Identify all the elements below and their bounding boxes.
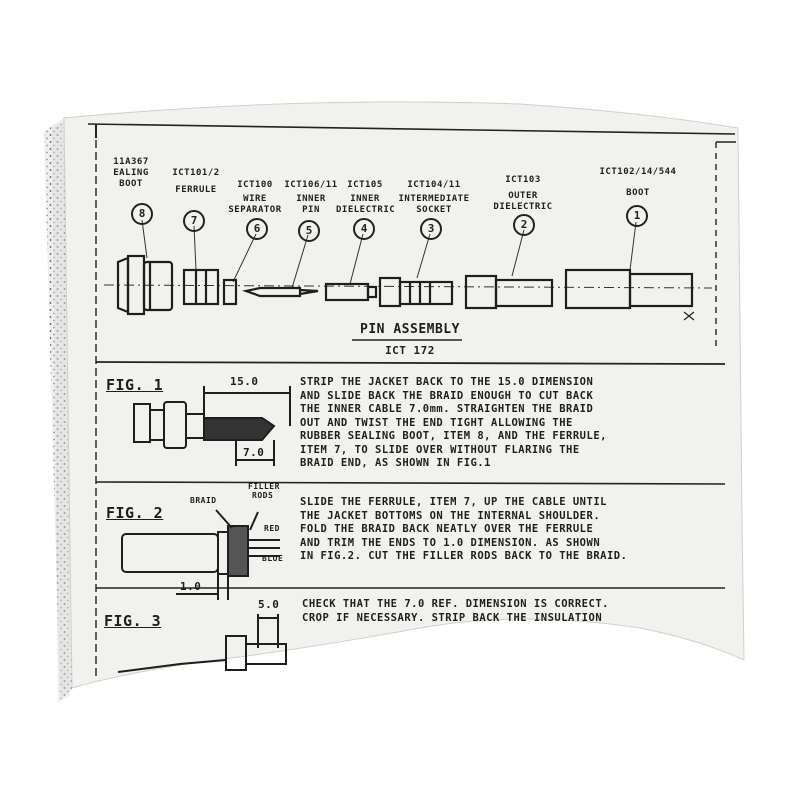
fig3-dim-5: 5.0	[258, 598, 280, 611]
fig2-instructions: SLIDE THE FERRULE, ITEM 7, UP THE CABLE …	[300, 496, 628, 562]
part3-label: ICT104/11 INTERMEDIATE SOCKET	[398, 180, 470, 215]
fig2-braid-callout: BRAID	[190, 496, 217, 505]
item-1-callout: 1	[626, 205, 648, 227]
item-4-callout: 4	[353, 218, 375, 240]
fig2-dim-1: 1.0	[180, 580, 202, 593]
fig2-drawing	[121, 509, 280, 600]
part1-label: ICT102/14/544 BOOT	[599, 167, 677, 198]
part7-label: ICT101/2 FERRULE	[172, 168, 220, 195]
part8-label: 11A367 EALING BOOT	[113, 157, 149, 189]
fig2-rods-callout: RODS	[252, 491, 274, 500]
pin-assembly-drawing	[116, 254, 694, 316]
fig1-label: FIG. 1	[106, 376, 164, 394]
fig2-red-callout: RED	[264, 524, 280, 533]
item-8-callout: 8	[131, 203, 153, 225]
fig2-label: FIG. 2	[106, 504, 164, 522]
fig2-filler-callout: FILLER	[248, 482, 280, 491]
fig1-instructions: STRIP THE JACKET BACK TO THE 15.0 DIMENS…	[300, 376, 607, 469]
fig3-instructions: CHECK THAT THE 7.0 REF. DIMENSION IS COR…	[302, 598, 609, 624]
fig2-blue-callout: BLUE	[262, 554, 284, 563]
sheet-edge-stack	[44, 118, 72, 700]
fig1-drawing	[133, 386, 291, 466]
fig1-dim-15: 15.0	[230, 375, 259, 388]
part2-label: ICT103 OUTER DIELECTRIC	[493, 175, 553, 212]
part5-label: ICT106/11 INNER PIN	[284, 180, 338, 215]
fig3-drawing	[117, 614, 287, 673]
part6-label: ICT100 WIRE SEPARATOR	[228, 180, 282, 215]
assembly-title: PIN ASSEMBLY	[360, 322, 460, 337]
assembly-code: ICT 172	[385, 344, 435, 357]
part4-label: ICT105 INNER DIELECTRIC	[336, 180, 396, 215]
fig3-label: FIG. 3	[104, 612, 162, 630]
item-6-callout: 6	[246, 218, 268, 240]
fig1-dim-7: 7.0	[243, 446, 265, 459]
item-3-callout: 3	[420, 218, 442, 240]
item-2-callout: 2	[513, 214, 535, 236]
item-7-callout: 7	[183, 210, 205, 232]
item-5-callout: 5	[298, 220, 320, 242]
